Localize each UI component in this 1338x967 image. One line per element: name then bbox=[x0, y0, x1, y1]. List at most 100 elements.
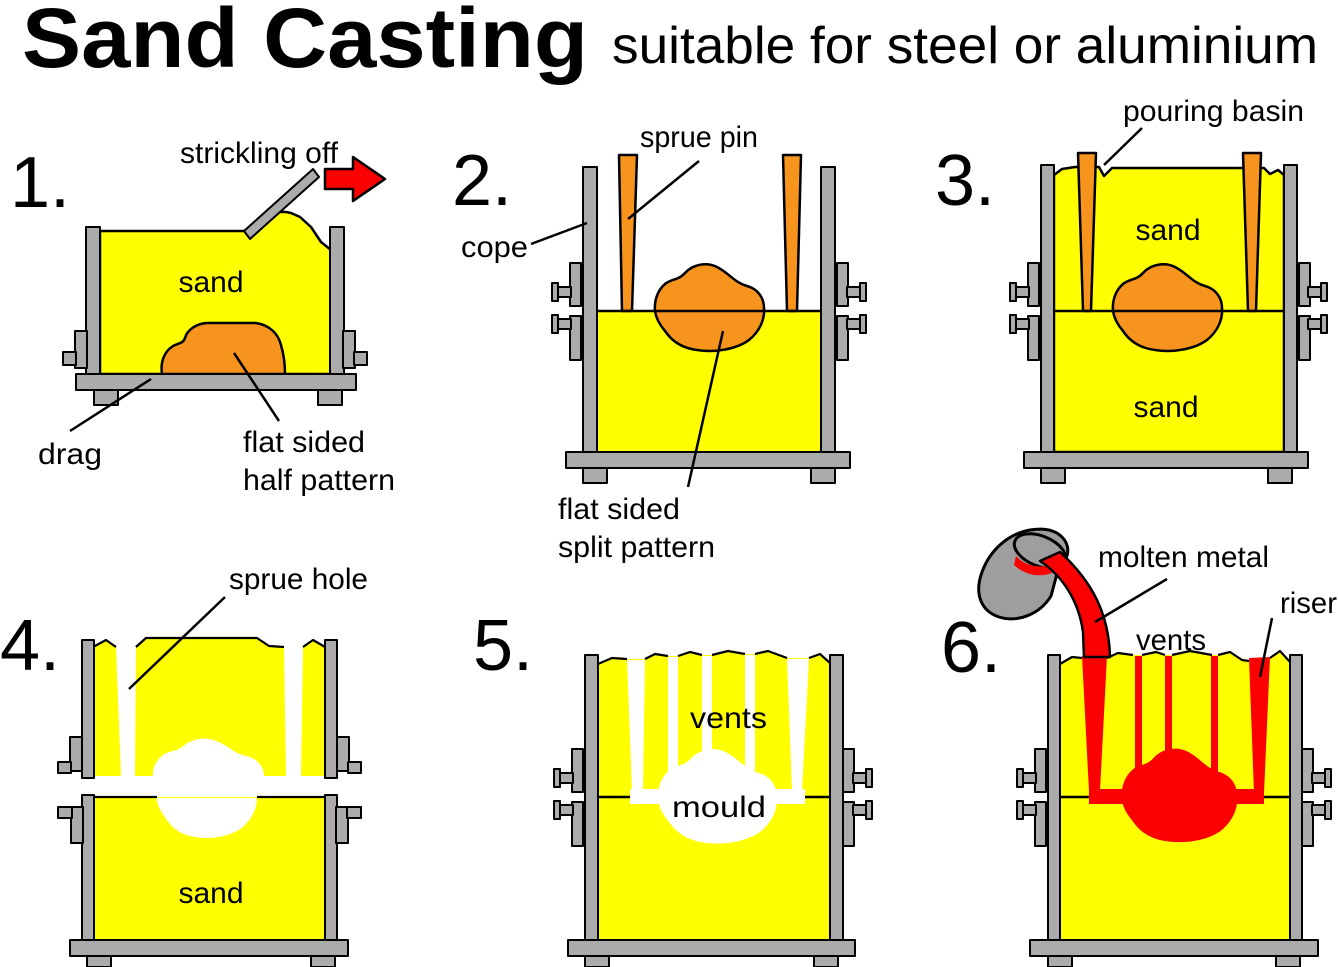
half-pattern bbox=[160, 321, 287, 376]
clamp-plate bbox=[1301, 748, 1314, 793]
flask-foot bbox=[813, 955, 839, 967]
flask-frame bbox=[1009, 164, 1328, 484]
flask-foot bbox=[1040, 467, 1066, 484]
clamp-plate bbox=[1298, 315, 1311, 361]
clamp-pin bbox=[1021, 804, 1037, 816]
flask-base bbox=[75, 373, 357, 391]
leader-line-split-pattern bbox=[686, 330, 725, 488]
clamp-pin bbox=[558, 804, 574, 816]
runner-metal bbox=[1230, 789, 1264, 804]
flask-frame bbox=[62, 226, 368, 406]
clamp-pin-head bbox=[1009, 314, 1017, 334]
flask-foot bbox=[810, 467, 836, 484]
crucible-ladle bbox=[977, 527, 1112, 659]
flask-post bbox=[582, 166, 598, 456]
flask-frame bbox=[1016, 654, 1332, 967]
flask-foot bbox=[317, 389, 343, 406]
sand-surface-line bbox=[677, 650, 703, 658]
clamp-pin-head bbox=[553, 800, 561, 820]
flask-post bbox=[820, 166, 836, 456]
label-mould: mould bbox=[672, 791, 766, 824]
vent-channel bbox=[702, 656, 712, 762]
label-sand: sand bbox=[178, 877, 243, 910]
clamp-pin bbox=[846, 318, 862, 330]
flask-lug bbox=[346, 806, 362, 819]
molten-metal-surface bbox=[1014, 556, 1061, 576]
step-1: 1. strickling off sand drag flat sided h… bbox=[10, 137, 395, 497]
sprue-channel bbox=[627, 660, 645, 791]
label-sand-bottom: sand bbox=[1133, 391, 1198, 424]
label-vents: vents bbox=[690, 702, 767, 735]
clamp-pin bbox=[846, 286, 862, 298]
label-sand-top: sand bbox=[1135, 214, 1200, 247]
clamp-plate bbox=[1034, 748, 1047, 793]
clamp-pin bbox=[556, 318, 572, 330]
clamp-pin-head bbox=[551, 314, 559, 334]
flask-post bbox=[1047, 654, 1061, 941]
clamp-pin-head bbox=[1016, 800, 1024, 820]
flask-base bbox=[69, 939, 349, 957]
flask-post bbox=[829, 654, 844, 941]
flask-post bbox=[85, 226, 101, 380]
sand-surface-line bbox=[1059, 655, 1083, 665]
clamp-plate bbox=[1034, 801, 1047, 847]
leader-line-half-pattern bbox=[232, 352, 281, 422]
clamp-plate bbox=[842, 748, 855, 793]
flask-lug bbox=[335, 806, 349, 844]
clamp-plate bbox=[569, 262, 582, 307]
clamp-pin bbox=[1311, 772, 1327, 784]
sand-surface-line bbox=[302, 638, 326, 648]
leader-line-drag bbox=[69, 377, 152, 433]
flask-lug bbox=[57, 761, 72, 774]
label-riser: riser bbox=[1280, 587, 1337, 620]
clamp-pin bbox=[1014, 318, 1030, 330]
flask-lug bbox=[70, 806, 84, 844]
sand-surface-line bbox=[644, 652, 669, 660]
clamp-pin bbox=[1307, 318, 1323, 330]
clamp-pin-head bbox=[1009, 282, 1017, 302]
flask-lug bbox=[69, 736, 83, 772]
flask-base bbox=[1023, 451, 1309, 469]
cope-sand bbox=[135, 638, 286, 776]
label-strickling-off: strickling off bbox=[180, 137, 339, 170]
cope-sand bbox=[301, 640, 325, 776]
sand-surface-line bbox=[92, 638, 117, 648]
flask-foot bbox=[93, 389, 119, 406]
riser-channel bbox=[787, 659, 809, 791]
clamp-plate bbox=[836, 262, 849, 307]
sand-surface-line bbox=[711, 649, 746, 657]
step-6: 6. bbox=[941, 527, 1337, 967]
clamp-pin bbox=[556, 286, 572, 298]
clamp-pin-head bbox=[865, 800, 873, 820]
step-4-number: 4. bbox=[0, 606, 60, 686]
label-pattern-line2: half pattern bbox=[243, 464, 395, 497]
flask-foot bbox=[584, 955, 610, 967]
molten-metal-stream bbox=[1038, 550, 1112, 659]
flask-post bbox=[1289, 654, 1303, 941]
flask-foot bbox=[1047, 955, 1073, 967]
clamp-pin-head bbox=[553, 768, 561, 788]
clamp-plate bbox=[1301, 801, 1314, 847]
flask-post bbox=[81, 639, 95, 779]
label-sprue-hole: sprue hole bbox=[229, 563, 368, 596]
clamp-pin-head bbox=[551, 282, 559, 302]
label-drag: drag bbox=[38, 438, 102, 471]
header: Sand Casting suitable for steel or alumi… bbox=[22, 0, 1318, 85]
leader-line-pouring-basin bbox=[1103, 127, 1143, 166]
step-1-number: 1. bbox=[10, 143, 70, 223]
clamp-plate bbox=[571, 801, 584, 847]
clamp-pin bbox=[1311, 804, 1327, 816]
clamp-plate bbox=[1027, 262, 1040, 307]
label-sprue-pin: sprue pin bbox=[640, 121, 758, 154]
step-4: 4. sprue hole sand bbox=[0, 563, 368, 967]
split-pattern bbox=[653, 263, 766, 353]
label-pattern-line2: split pattern bbox=[558, 531, 715, 564]
clamp-pin-head bbox=[1320, 314, 1328, 334]
sand-surface-line bbox=[1171, 649, 1213, 657]
step-3-number: 3. bbox=[935, 141, 995, 221]
clamp-pin-head bbox=[865, 768, 873, 788]
vent-channel bbox=[745, 655, 755, 793]
label-pouring-basin: pouring basin bbox=[1123, 95, 1304, 128]
